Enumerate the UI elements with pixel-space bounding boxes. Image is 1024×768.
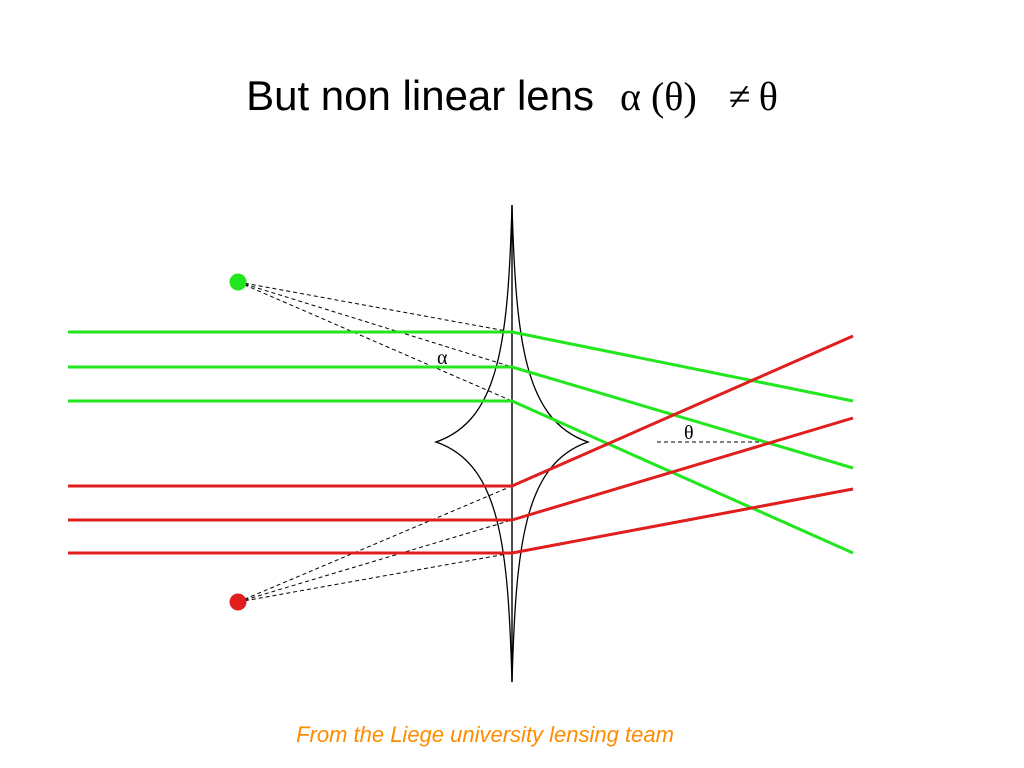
title-rhs: θ [758,73,778,119]
lens-outline [434,204,590,683]
not-equal-symbol: ≠ [728,73,751,119]
red-dashed-line [237,485,513,603]
green-ray [68,330,854,403]
green-source-dot [229,273,247,291]
red-dashed-line [237,552,513,603]
green-source-dashed-lines [237,281,513,402]
red-rays [68,334,854,555]
red-dashed-line [237,519,513,603]
red-ray [68,487,854,555]
theta-label: θ [684,422,694,444]
green-rays [68,330,854,555]
green-ray [68,365,854,470]
alpha-label: α [437,347,448,369]
red-source-dashed-lines [237,485,513,603]
green-dashed-line [237,281,513,333]
title-text: But non linear lens [246,72,594,119]
red-source-dot [229,593,247,611]
title-formula: α (θ) [620,73,697,119]
green-ray [68,399,854,555]
red-ray [68,334,854,488]
slide-title: But non linear lens α (θ) ≠θ [0,72,1024,132]
red-ray [68,416,854,522]
credit-text: From the Liege university lensing team [296,722,674,747]
green-dashed-line [237,281,513,402]
green-dashed-line [237,281,513,368]
